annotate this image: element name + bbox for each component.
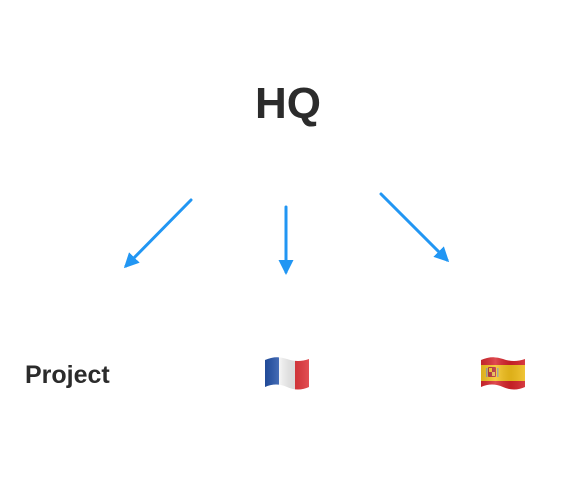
root-node-label: HQ <box>255 79 321 128</box>
arrow-to-project <box>123 198 193 269</box>
arrow-to-spain <box>379 192 450 263</box>
spain-flag-icon <box>478 354 528 392</box>
france-flag-icon <box>262 354 312 392</box>
child-node-project-label: Project <box>25 361 110 389</box>
